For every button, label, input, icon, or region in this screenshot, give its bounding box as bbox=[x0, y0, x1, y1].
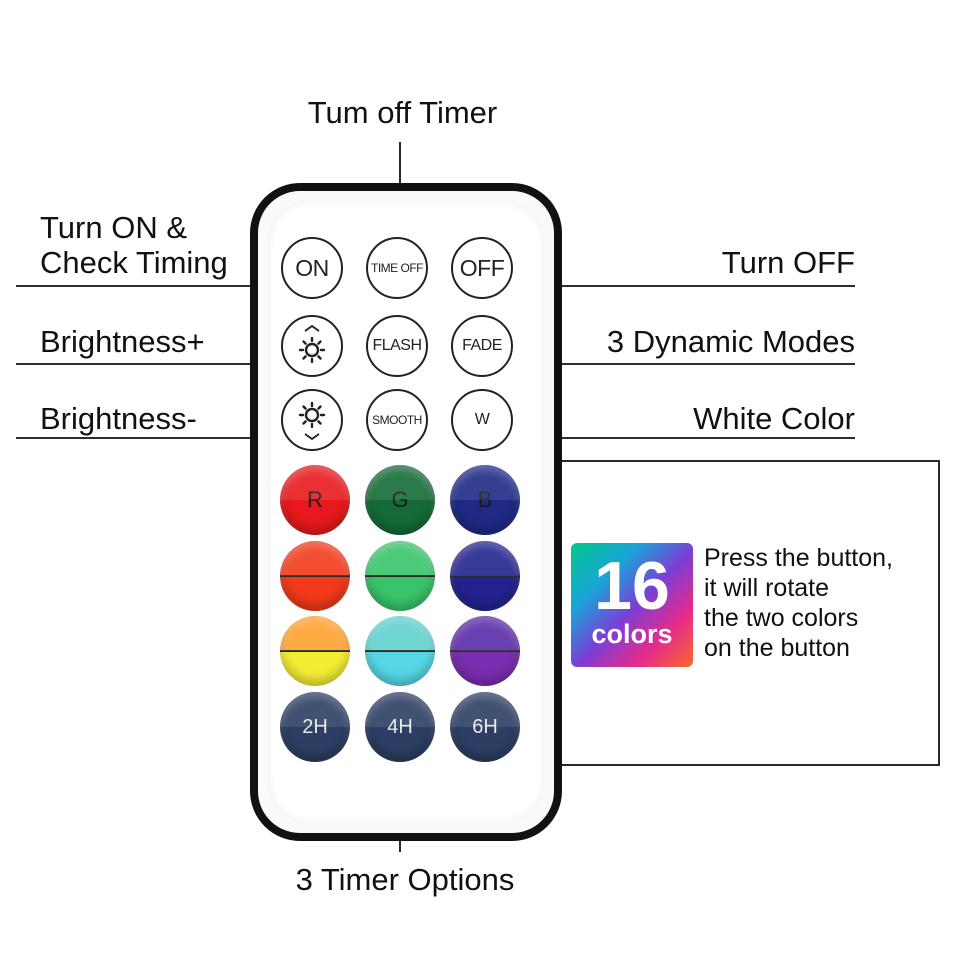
note-line-3: the two colors bbox=[704, 604, 859, 632]
brightness-up-icon bbox=[298, 324, 326, 364]
color-split-line bbox=[450, 575, 520, 577]
label-timer-options: 3 Timer Options bbox=[295, 862, 515, 897]
color-button-2-2[interactable] bbox=[365, 541, 435, 611]
color-split-line bbox=[365, 575, 435, 577]
badge-number: 16 bbox=[594, 548, 670, 624]
label-timer-off: Tum off Timer bbox=[307, 95, 498, 130]
sixteen-colors-badge: 16 colors bbox=[571, 543, 693, 667]
green-button[interactable]: G bbox=[365, 465, 435, 535]
label-brightness-up: Brightness+ bbox=[40, 324, 205, 359]
color-rotation-note: Press the button, it will rotate the two… bbox=[704, 543, 893, 663]
color-button-3-2[interactable] bbox=[365, 616, 435, 686]
white-button[interactable]: W bbox=[451, 389, 513, 451]
blue-button[interactable]: B bbox=[450, 465, 520, 535]
label-brightness-down: Brightness- bbox=[40, 401, 197, 436]
label-turn-off: Turn OFF bbox=[721, 245, 855, 280]
time-off-button[interactable]: TIME OFF bbox=[366, 237, 428, 299]
fade-button[interactable]: FADE bbox=[451, 315, 513, 377]
label-white-color: White Color bbox=[693, 401, 855, 436]
brightness-down-button[interactable] bbox=[281, 389, 343, 451]
timer-4h-button[interactable]: 4H bbox=[365, 692, 435, 762]
color-split-line bbox=[280, 575, 350, 577]
color-split-line bbox=[450, 650, 520, 652]
note-line-2: it will rotate bbox=[704, 574, 830, 602]
color-split-line bbox=[280, 650, 350, 652]
note-line-1: Press the button, bbox=[704, 544, 894, 572]
label-turn-on: Turn ON & Check Timing bbox=[40, 210, 228, 280]
timer-2h-button[interactable]: 2H bbox=[280, 692, 350, 762]
label-turn-on-line1: Turn ON & bbox=[40, 210, 187, 245]
badge-word: colors bbox=[591, 619, 673, 649]
label-turn-on-line2: Check Timing bbox=[40, 245, 228, 280]
red-button[interactable]: R bbox=[280, 465, 350, 535]
smooth-button[interactable]: SMOOTH bbox=[366, 389, 428, 451]
color-button-3-3[interactable] bbox=[450, 616, 520, 686]
color-button-2-1[interactable] bbox=[280, 541, 350, 611]
timer-6h-button[interactable]: 6H bbox=[450, 692, 520, 762]
flash-button[interactable]: FLASH bbox=[366, 315, 428, 377]
on-button[interactable]: ON bbox=[281, 237, 343, 299]
off-button[interactable]: OFF bbox=[451, 237, 513, 299]
color-button-3-1[interactable] bbox=[280, 616, 350, 686]
brightness-down-icon bbox=[298, 401, 326, 441]
brightness-up-button[interactable] bbox=[281, 315, 343, 377]
color-split-line bbox=[365, 650, 435, 652]
label-dynamic-modes: 3 Dynamic Modes bbox=[606, 324, 855, 359]
note-line-4: on the button bbox=[704, 634, 850, 662]
color-button-2-3[interactable] bbox=[450, 541, 520, 611]
